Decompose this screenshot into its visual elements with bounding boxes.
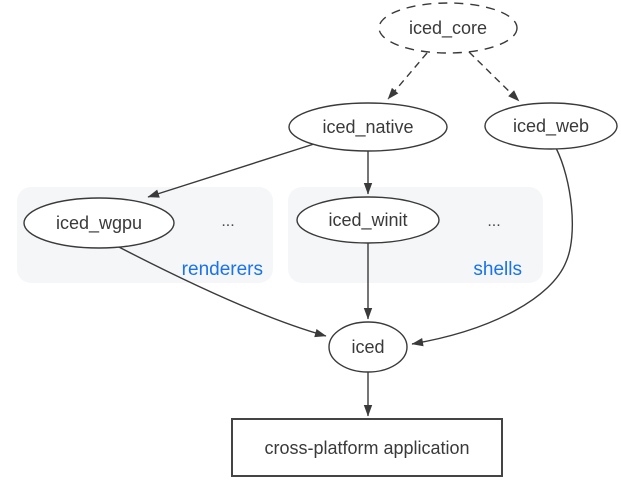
edge-iced-web-to-iced (411, 147, 574, 347)
edge-iced-native-to-iced-wgpu (147, 143, 315, 198)
node-iced-label: iced (351, 337, 384, 357)
node-iced-native-label: iced_native (322, 117, 413, 138)
node-iced-native (288, 102, 448, 152)
node-iced-core (378, 2, 518, 54)
shells-group-label: shells (473, 259, 522, 280)
node-iced-web-label: iced_web (513, 116, 589, 137)
edge-iced-wgpu-to-iced (114, 244, 327, 338)
edge-iced-core-to-iced-web (468, 51, 520, 102)
renderers-group-label: renderers (182, 259, 263, 280)
node-iced-wgpu-label: iced_wgpu (56, 213, 142, 234)
node-cross-platform-application (231, 418, 503, 477)
edge-iced-core-to-iced-native (387, 52, 428, 100)
node-iced-winit-label: iced_winit (328, 210, 407, 231)
shells-ellipsis-label: ... (487, 213, 500, 230)
node-iced (328, 321, 408, 373)
node-cross-platform-application-label: cross-platform application (264, 438, 469, 458)
node-iced-core-label: iced_core (409, 18, 487, 39)
renderers-ellipsis-label: ... (221, 213, 234, 230)
node-iced-wgpu (23, 197, 175, 249)
node-iced-web (484, 102, 618, 150)
node-iced-winit (296, 196, 440, 244)
